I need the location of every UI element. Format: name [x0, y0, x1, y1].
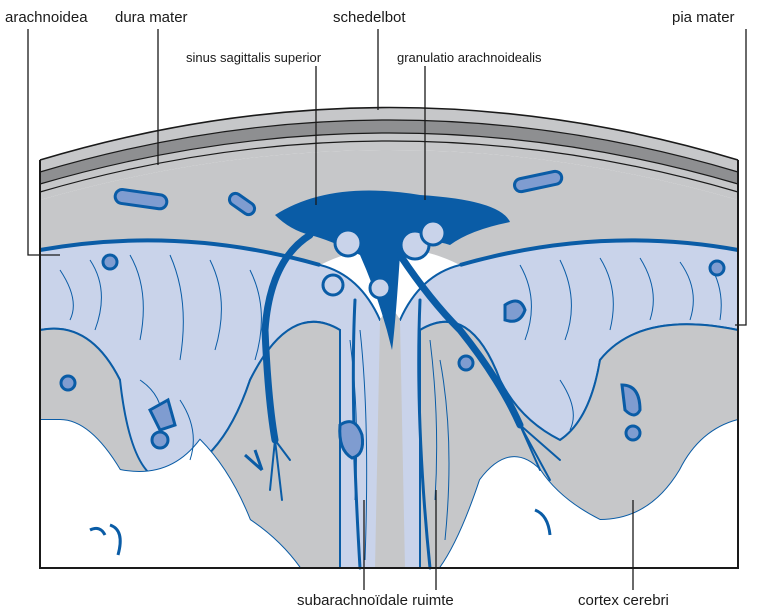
label-granulatio: granulatio arachnoidealis [397, 50, 542, 65]
label-cortex-cerebri: cortex cerebri [578, 592, 669, 609]
label-schedelbot: schedelbot [333, 9, 406, 26]
label-arachnoidea: arachnoidea [5, 9, 88, 26]
label-pia-mater: pia mater [672, 9, 735, 26]
label-subarachnoidale-ruimte: subarachnoïdale ruimte [297, 592, 454, 609]
label-sinus-sagittalis: sinus sagittalis superior [186, 50, 322, 65]
cortex-central [375, 310, 405, 568]
label-dura-mater: dura mater [115, 9, 188, 26]
